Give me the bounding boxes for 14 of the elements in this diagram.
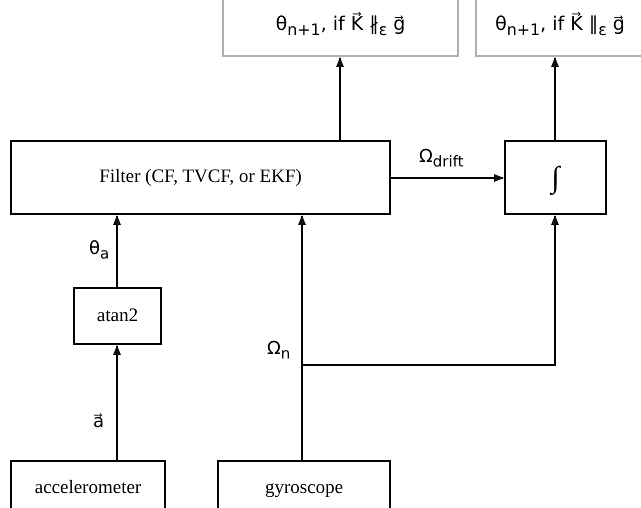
arrow	[551, 57, 559, 140]
process-box: Filter (CF, TVCF, or EKF)	[10, 140, 391, 215]
process-box: atan2	[73, 287, 162, 345]
arrow	[113, 345, 121, 460]
arrow	[391, 174, 504, 182]
edge-label: θ$_{a}$	[88, 240, 110, 262]
process-box: accelerometer	[10, 460, 166, 508]
output-box: θ$_{n+1}$, if K⃗ ∦$_{ε}$ g⃗	[222, 0, 459, 57]
arrow	[113, 215, 121, 287]
process-box: gyroscope	[217, 460, 391, 508]
edge-label: Ω$_{drift}$	[418, 148, 465, 170]
arrow	[336, 57, 344, 140]
process-box: ∫	[504, 140, 607, 215]
output-box: θ$_{n+1}$, if K⃗ ∥$_{ε}$ g⃗	[475, 0, 641, 57]
